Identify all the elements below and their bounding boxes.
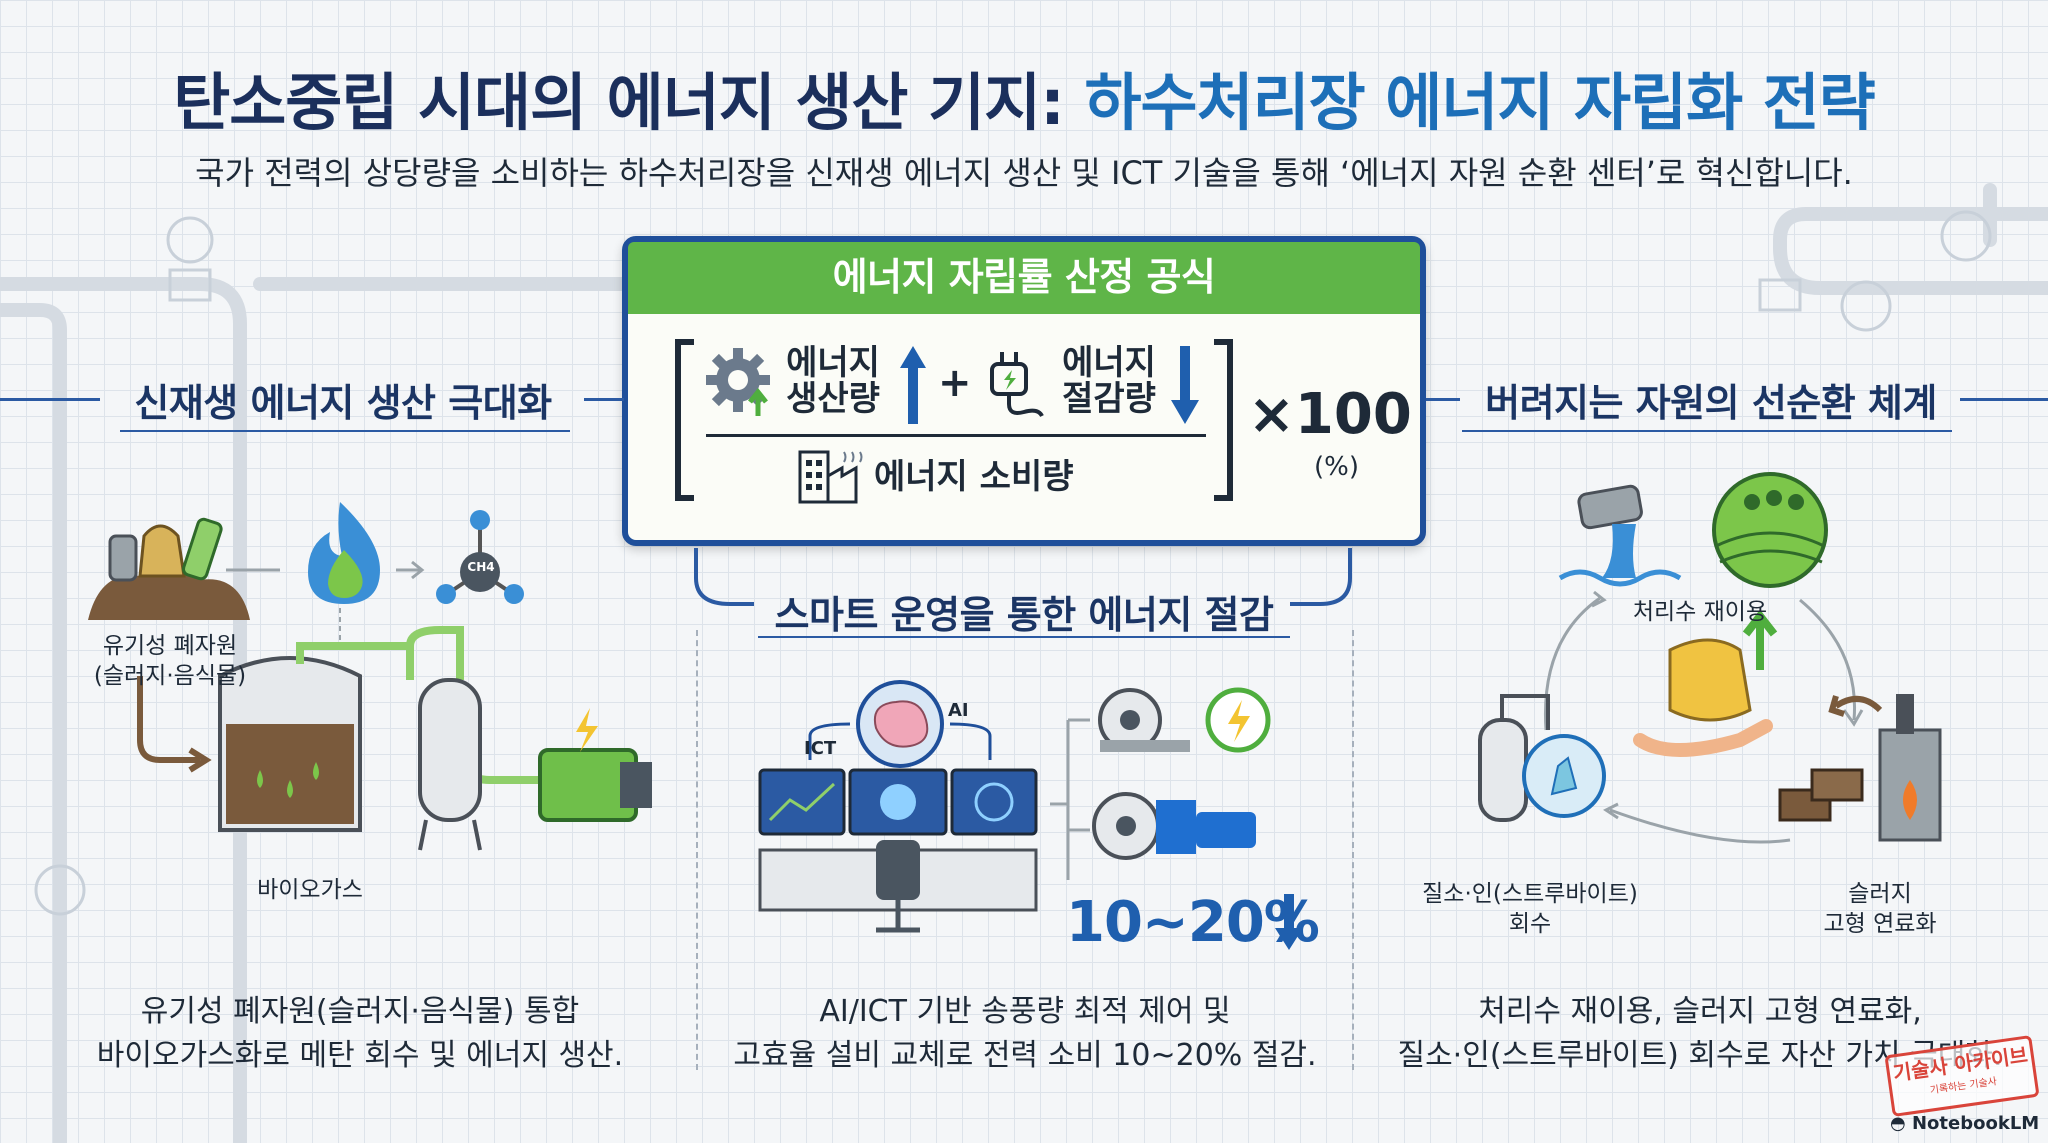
right-heading-line-b: [1960, 398, 2048, 401]
sludge-fuel-icon: [1778, 694, 1942, 842]
term1-line2: 생산량: [786, 378, 880, 419]
left-heading-line-a: [0, 398, 100, 401]
formula-title: 에너지 자립률 산정 공식: [628, 242, 1420, 314]
waste-caption-line2: (슬러지·음식물): [93, 662, 247, 689]
middle-heading-underline: [758, 636, 1290, 638]
middle-section-heading: 스마트 운영을 통한 에너지 절감: [774, 593, 1274, 637]
digester-tank-icon: [218, 656, 362, 832]
middle-desc-line2: 고효율 설비 교체로 전력 소비 10~20% 절감.: [733, 1037, 1317, 1073]
title-part1: 탄소중립 시대의 에너지 생산 기지:: [173, 66, 1065, 139]
left-desc-line2: 바이오가스화로 메탄 회수 및 에너지 생산.: [96, 1037, 624, 1073]
resource-cycle-illustration: [1478, 472, 1942, 844]
sludge-caption: 슬러지 고형 연료화: [1790, 880, 1970, 940]
savings-value: 10~20%: [1066, 890, 1320, 955]
denominator-label: 에너지 소비량: [874, 457, 1074, 497]
sludge-caption-line2: 고형 연료화: [1823, 910, 1937, 937]
down-arrow-icon: [1171, 346, 1199, 424]
notebooklm-logo: ◓ NotebookLM: [1890, 1113, 2039, 1134]
middle-desc-line1: AI/ICT 기반 송풍량 최적 제어 및: [819, 994, 1231, 1029]
gear-icon: [706, 348, 770, 416]
struvite-caption-line2: 회수: [1508, 910, 1552, 937]
struvite-caption-line1: 질소·인(스트루바이트): [1422, 881, 1638, 907]
right-heading-line-a: [1426, 398, 1460, 401]
right-heading-underline: [1462, 430, 1952, 432]
page-subtitle: 국가 전력의 상당량을 소비하는 하수처리장을 신재생 에너지 생산 및 ICT…: [195, 154, 1853, 192]
left-bracket: [675, 339, 694, 501]
methane-molecule-icon: [436, 510, 524, 604]
biogas-illustration: [88, 502, 652, 851]
ai-label: AI: [948, 700, 969, 721]
logo-text: NotebookLM: [1911, 1113, 2040, 1134]
sludge-caption-line1: 슬러지: [1848, 881, 1912, 907]
right-desc-line1: 처리수 재이용, 슬러지 고형 연료화,: [1478, 994, 1922, 1029]
left-section-heading: 신재생 에너지 생산 극대화: [134, 381, 552, 425]
middle-heading-connector: [694, 548, 1352, 606]
smart-ops-illustration: [758, 680, 1271, 933]
multiplier-label: ×100: [1248, 382, 1412, 447]
left-desc-line1: 유기성 폐자원(슬러지·음식물) 통합: [140, 994, 580, 1029]
plug-icon: [990, 352, 1044, 418]
right-bracket: [1214, 339, 1233, 501]
energy-efficiency-icon: [1205, 687, 1271, 753]
title-part2: 하수처리장 에너지 자립화 전략: [1084, 66, 1876, 139]
left-heading-line-b: [584, 398, 624, 401]
pump-icon: [1092, 792, 1256, 860]
term2-line1: 에너지: [1062, 343, 1156, 383]
formula-box: 에너지 자립률 산정 공식 에너지 생산량 +: [622, 236, 1426, 546]
right-divider: [1352, 630, 1354, 1070]
page-title: 탄소중립 시대의 에너지 생산 기지: 하수처리장 에너지 자립화 전략: [0, 52, 2048, 142]
control-desk-icon: [758, 840, 1038, 933]
left-description: 유기성 폐자원(슬러지·음식물) 통합 바이오가스화로 메탄 회수 및 에너지 …: [40, 990, 680, 1077]
left-divider: [696, 630, 698, 1070]
term2-label: 에너지 절감량: [1054, 343, 1164, 419]
left-heading-underline: [120, 430, 570, 432]
generator-icon: [538, 708, 652, 822]
logo-icon: ◓: [1890, 1113, 1912, 1134]
fraction-line: [706, 434, 1206, 437]
water-reuse-caption: 처리수 재이용: [1632, 599, 1768, 625]
term1-line1: 에너지: [786, 343, 880, 383]
biogas-caption: 바이오가스: [257, 877, 363, 903]
ict-label: ICT: [804, 738, 837, 759]
term2-line2: 절감량: [1062, 378, 1156, 419]
waste-caption-line1: 유기성 폐자원: [102, 633, 238, 659]
savings-down-arrow-icon: [1275, 894, 1303, 950]
plus-sign: +: [938, 360, 972, 406]
factory-icon: [798, 450, 863, 504]
monitor-wall-icon: [758, 768, 1038, 836]
struvite-caption: 질소·인(스트루바이트) 회수: [1390, 880, 1670, 940]
percent-unit: (%): [1314, 452, 1359, 482]
up-arrow-icon: [900, 346, 926, 424]
struvite-recovery-icon: [1478, 694, 1606, 822]
organic-waste-icon: [88, 517, 250, 620]
waste-caption: 유기성 폐자원 (슬러지·음식물): [60, 632, 280, 692]
methane-label: CH4: [467, 560, 495, 574]
right-section-heading: 버려지는 자원의 선순환 체계: [1485, 381, 1937, 425]
middle-description: AI/ICT 기반 송풍량 최적 제어 및 고효율 설비 교체로 전력 소비 1…: [700, 990, 1350, 1077]
gas-holder-icon: [418, 678, 482, 851]
blower-icon: [1098, 688, 1190, 752]
money-bag-icon: [1633, 609, 1778, 757]
term1-label: 에너지 생산량: [778, 343, 888, 419]
farmland-icon: [1712, 472, 1828, 588]
water-reuse-icon: [1558, 484, 1682, 587]
flame-icon: [308, 502, 380, 604]
brain-icon: [856, 680, 944, 768]
